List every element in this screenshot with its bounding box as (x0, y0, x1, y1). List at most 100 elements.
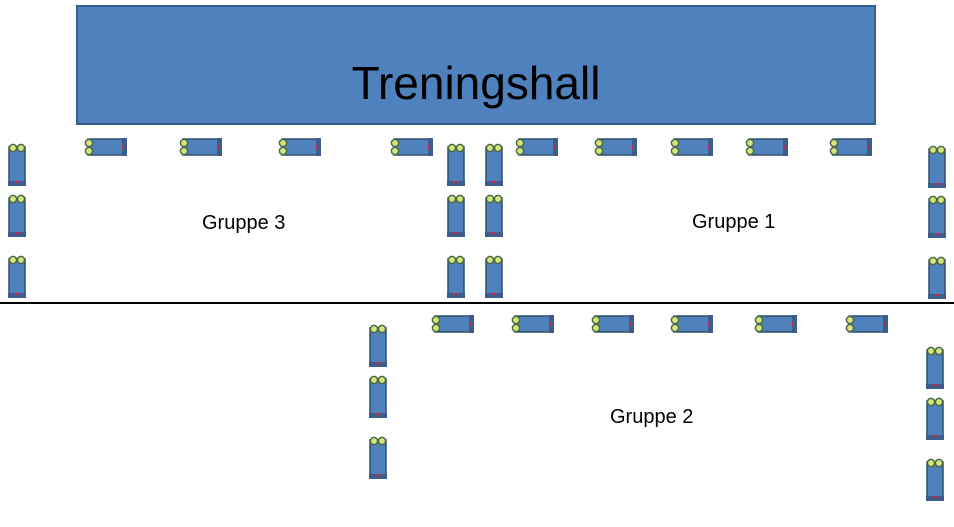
bench-handle (829, 138, 839, 148)
vertical-bench (8, 194, 26, 237)
bench-body (8, 197, 26, 235)
bench-handle (369, 375, 379, 385)
bench-mark (553, 145, 555, 149)
horizontal-bench (670, 138, 713, 156)
bench-handle (431, 323, 441, 333)
horizontal-bench (515, 138, 558, 156)
bench-body (369, 327, 387, 365)
horizontal-bench (84, 138, 127, 156)
bench-handle (934, 458, 944, 468)
bench-handle (670, 146, 680, 156)
hall-title: Treningshall (351, 57, 601, 109)
bench-body (926, 461, 944, 499)
bench-handle (511, 315, 521, 325)
bench-end (8, 232, 26, 237)
bench-handle (84, 138, 94, 148)
bench-end (447, 232, 465, 237)
bench-handle (515, 138, 525, 148)
horizontal-bench (390, 138, 433, 156)
vertical-bench (369, 324, 387, 367)
bench-end (447, 293, 465, 298)
bench-handle (16, 194, 26, 204)
bench-handle (926, 458, 936, 468)
bench-handle (594, 138, 604, 148)
bench-handle (455, 143, 465, 153)
bench-handle (390, 138, 400, 148)
vertical-bench (485, 255, 503, 298)
bench-handle (493, 194, 503, 204)
bench-handle (928, 256, 938, 266)
bench-mark (454, 293, 458, 295)
bench-body (434, 315, 472, 333)
bench-handle (926, 346, 936, 356)
bench-handle (934, 397, 944, 407)
bench-body (514, 315, 552, 333)
bench-handle (845, 323, 855, 333)
bench-handle (926, 397, 936, 407)
bench-handle (8, 255, 18, 265)
bench-handle (369, 436, 379, 446)
bench-body (182, 138, 220, 156)
bench-mark (883, 322, 885, 326)
horizontal-bench (754, 315, 797, 333)
group-label-2: Gruppe 2 (610, 406, 694, 428)
bench-end (928, 294, 946, 299)
bench-handle (84, 146, 94, 156)
bench-handle (447, 143, 457, 153)
bench-mark (316, 145, 318, 149)
horizontal-bench (179, 138, 222, 156)
vertical-bench (926, 458, 944, 501)
bench-body (8, 258, 26, 296)
divider-line (0, 302, 954, 304)
bench-handle (591, 315, 601, 325)
bench-body (485, 258, 503, 296)
bench-mark (935, 294, 939, 296)
horizontal-bench (845, 315, 888, 333)
bench-mark (933, 496, 937, 498)
horizontal-bench (594, 138, 637, 156)
bench-mark (15, 293, 19, 295)
bench-handle (670, 138, 680, 148)
vertical-bench (928, 256, 946, 299)
bench-mark (428, 145, 430, 149)
bench-handle (934, 346, 944, 356)
bench-handle (591, 323, 601, 333)
bench-body (926, 400, 944, 438)
bench-end (8, 181, 26, 186)
bench-body (748, 138, 786, 156)
group-label-3: Gruppe 3 (202, 212, 286, 234)
bench-end (217, 138, 222, 156)
vertical-bench (926, 346, 944, 389)
bench-handle (455, 255, 465, 265)
bench-end (792, 315, 797, 333)
bench-body (848, 315, 886, 333)
bench-end (928, 183, 946, 188)
vertical-bench (447, 194, 465, 237)
training-hall: Treningshall (76, 5, 876, 125)
bench-mark (454, 232, 458, 234)
bench-handle (493, 143, 503, 153)
bench-end (369, 413, 387, 418)
bench-handle (936, 145, 946, 155)
bench-mark (122, 145, 124, 149)
bench-handle (455, 194, 465, 204)
bench-handle (377, 324, 387, 334)
vertical-bench (928, 195, 946, 238)
vertical-bench (8, 255, 26, 298)
bench-body (447, 197, 465, 235)
bench-body (485, 146, 503, 184)
vertical-bench (369, 375, 387, 418)
bench-mark (935, 183, 939, 185)
bench-body (928, 259, 946, 297)
bench-mark (469, 322, 471, 326)
bench-body (832, 138, 870, 156)
bench-mark (376, 474, 380, 476)
bench-body (673, 315, 711, 333)
bench-body (369, 378, 387, 416)
bench-mark (217, 145, 219, 149)
horizontal-bench (511, 315, 554, 333)
horizontal-bench (278, 138, 321, 156)
bench-handle (8, 143, 18, 153)
bench-end (369, 362, 387, 367)
